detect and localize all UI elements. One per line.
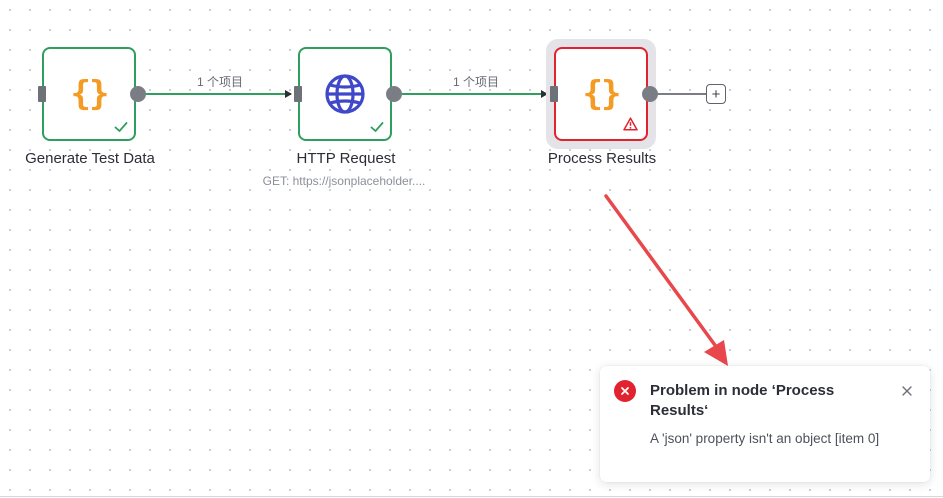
code-braces-icon: {}: [70, 74, 110, 114]
node-label: HTTP Request: [296, 150, 396, 167]
code-braces-icon: {}: [582, 74, 622, 114]
output-port[interactable]: [386, 86, 402, 102]
annotation-arrow: [604, 194, 728, 366]
error-toast: Problem in node ‘Process Results‘ A 'jso…: [600, 366, 930, 482]
canvas-bottom-border: [0, 496, 943, 497]
connection-label: 1 个项目: [196, 75, 243, 89]
node-label: Generate Test Data: [25, 150, 155, 167]
add-node-button[interactable]: +: [706, 84, 726, 104]
toast-message: A 'json' property isn't an object [item …: [650, 431, 880, 446]
input-port[interactable]: [294, 86, 302, 102]
output-port[interactable]: [642, 86, 658, 102]
error-circle-icon: [614, 380, 636, 402]
warning-triangle-icon: [623, 117, 638, 131]
node-subtitle: GET: https://jsonplaceholder....: [262, 174, 426, 188]
node-label: Process Results: [547, 150, 657, 167]
globe-icon: [325, 74, 365, 114]
node-process-results[interactable]: {}: [554, 47, 648, 141]
success-check-icon: [114, 122, 128, 132]
success-check-icon: [370, 122, 384, 132]
input-port[interactable]: [550, 86, 558, 102]
input-port[interactable]: [38, 86, 46, 102]
close-icon[interactable]: [900, 384, 914, 398]
toast-title: Problem in node ‘Process Results‘: [650, 382, 835, 419]
node-http-request[interactable]: [298, 47, 392, 141]
connection-label: 1 个项目: [452, 75, 499, 89]
node-generate-test-data[interactable]: {}: [42, 47, 136, 141]
output-port[interactable]: [130, 86, 146, 102]
